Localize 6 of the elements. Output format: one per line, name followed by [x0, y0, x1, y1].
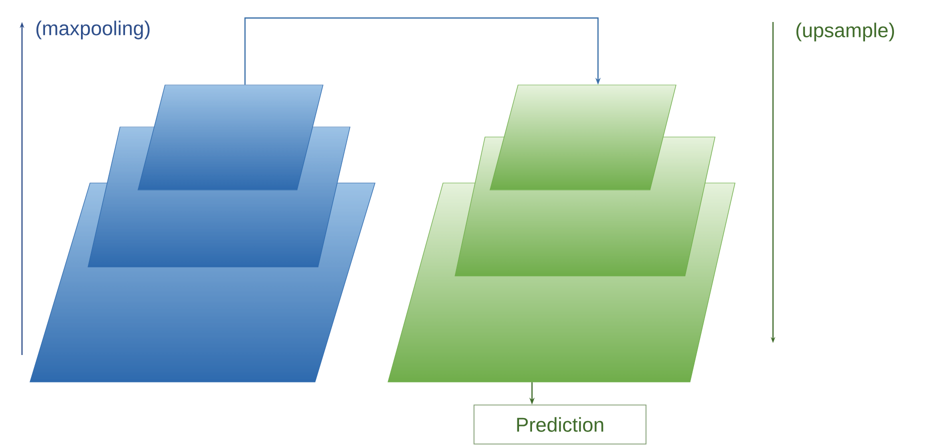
layer-parallelogram	[490, 84, 676, 190]
arrow	[244, 17, 601, 85]
operation-label: (upsample)	[796, 22, 894, 42]
operation-label: (maxpooling)	[36, 20, 150, 40]
layer-parallelogram	[138, 84, 324, 190]
output-box: Prediction	[474, 404, 646, 444]
